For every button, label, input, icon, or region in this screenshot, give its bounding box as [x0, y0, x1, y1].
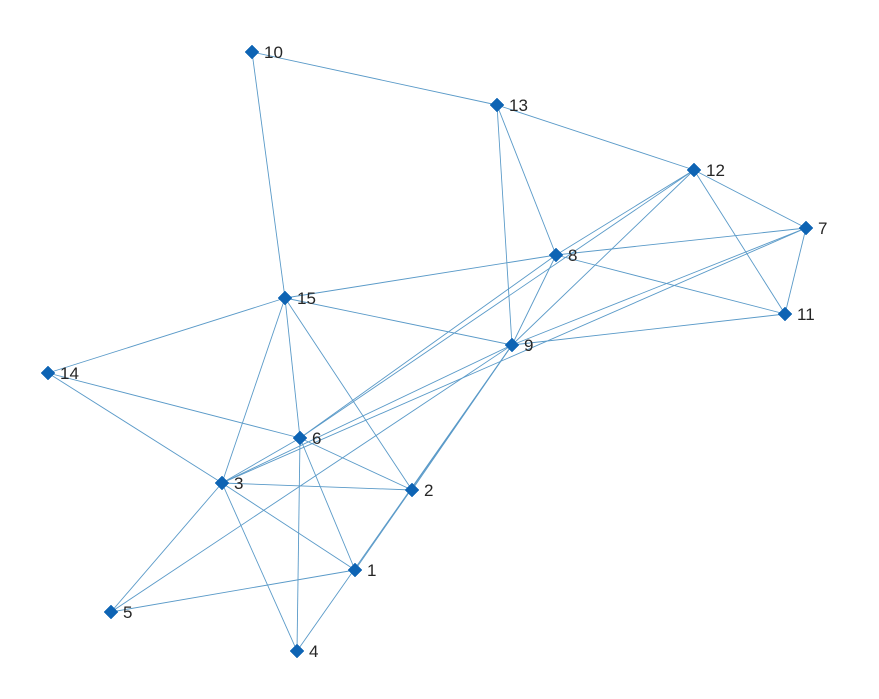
node-label-12: 12 — [706, 161, 725, 180]
edge-3-2 — [221, 482, 413, 491]
node-label-4: 4 — [309, 642, 318, 661]
graph-node-13: 13 — [489, 96, 528, 115]
node-label-10: 10 — [264, 43, 283, 62]
edge-8-11 — [555, 254, 786, 315]
node-marker-12 — [686, 162, 702, 178]
graph-node-7: 7 — [798, 219, 827, 238]
node-label-14: 14 — [60, 364, 79, 383]
edge-12-11 — [693, 169, 786, 315]
edge-3-4 — [221, 482, 298, 652]
edge-7-9 — [511, 227, 807, 346]
edge-15-6 — [284, 297, 301, 439]
edge-14-3 — [47, 372, 223, 484]
node-label-13: 13 — [509, 96, 528, 115]
graph-node-5: 5 — [103, 603, 132, 622]
edge-6-2 — [299, 437, 413, 491]
edge-8-6 — [299, 254, 557, 439]
graph-node-15: 15 — [277, 289, 316, 308]
edge-9-5 — [110, 344, 513, 613]
edge-6-1 — [299, 437, 356, 571]
node-label-6: 6 — [312, 429, 321, 448]
edge-15-9 — [284, 297, 513, 346]
edge-8-9 — [511, 254, 557, 346]
graph-node-8: 8 — [548, 246, 577, 265]
node-label-15: 15 — [297, 289, 316, 308]
edge-13-9 — [496, 104, 513, 346]
edge-9-1 — [354, 344, 513, 571]
edge-7-8 — [555, 227, 807, 256]
node-label-8: 8 — [568, 246, 577, 265]
graph-node-3: 3 — [214, 474, 243, 493]
edge-7-3 — [221, 227, 807, 484]
edge-9-3 — [221, 344, 513, 484]
graph-node-11: 11 — [777, 305, 815, 324]
graph-node-14: 14 — [40, 364, 79, 383]
node-label-2: 2 — [424, 481, 433, 500]
edge-14-6 — [47, 372, 301, 439]
node-marker-13 — [489, 97, 505, 113]
node-marker-6 — [292, 430, 308, 446]
edge-layer — [47, 51, 807, 652]
node-label-3: 3 — [234, 474, 243, 493]
graph-node-9: 9 — [504, 336, 533, 355]
edge-1-5 — [110, 569, 356, 613]
edge-7-11 — [784, 227, 807, 315]
edge-12-8 — [555, 169, 695, 256]
graph-node-6: 6 — [292, 429, 321, 448]
edge-15-14 — [47, 297, 286, 374]
node-marker-2 — [404, 482, 420, 498]
node-label-9: 9 — [524, 336, 533, 355]
graph-node-1: 1 — [347, 561, 376, 580]
edge-6-3 — [221, 437, 301, 484]
node-label-7: 7 — [818, 219, 827, 238]
graph-node-12: 12 — [686, 161, 725, 180]
edge-12-9 — [511, 169, 695, 346]
graph-node-2: 2 — [404, 481, 433, 500]
node-marker-15 — [277, 290, 293, 306]
edge-6-4 — [296, 437, 301, 652]
node-marker-1 — [347, 562, 363, 578]
edge-13-8 — [496, 104, 557, 256]
node-marker-7 — [798, 220, 814, 236]
node-marker-3 — [214, 475, 230, 491]
node-marker-14 — [40, 365, 56, 381]
node-label-11: 11 — [797, 305, 815, 324]
edge-13-12 — [496, 104, 695, 171]
graph-node-10: 10 — [244, 43, 283, 62]
node-marker-11 — [777, 306, 793, 322]
node-marker-9 — [504, 337, 520, 353]
edge-11-9 — [511, 313, 786, 346]
edge-12-7 — [693, 169, 807, 229]
edge-15-3 — [221, 297, 286, 484]
edge-12-6 — [299, 169, 695, 439]
node-marker-5 — [103, 604, 119, 620]
edge-10-13 — [251, 51, 498, 106]
edge-10-15 — [251, 51, 286, 299]
edge-15-2 — [284, 297, 413, 491]
node-label-1: 1 — [367, 561, 376, 580]
node-marker-8 — [548, 247, 564, 263]
graph-node-4: 4 — [289, 642, 318, 661]
edge-3-5 — [110, 482, 223, 613]
edge-3-1 — [221, 482, 356, 571]
node-marker-4 — [289, 643, 305, 659]
node-label-5: 5 — [123, 603, 132, 622]
node-marker-10 — [244, 44, 260, 60]
edge-8-15 — [284, 254, 557, 299]
